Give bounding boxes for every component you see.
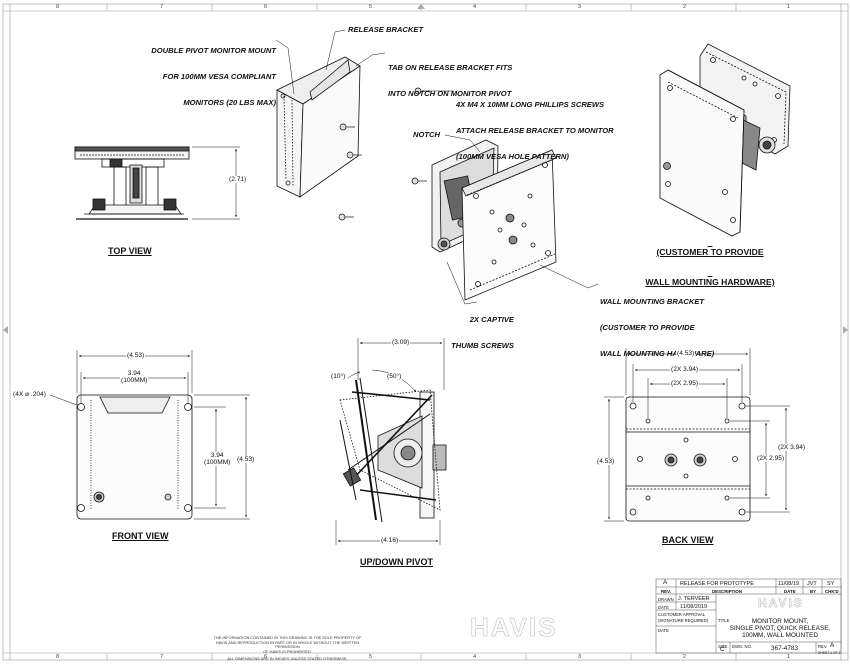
date-label: DATE	[658, 605, 669, 610]
col-description: DESCRIPTION	[712, 589, 743, 594]
dwg-label: DWG. NO.	[732, 644, 753, 649]
callout-wall-bracket: WALL MOUNTING BRACKET (CUSTOMER TO PROVI…	[600, 297, 715, 358]
rev-letter: A	[663, 579, 668, 586]
callout-monitor-mount: DOUBLE PIVOT MONITOR MOUNT FOR 100MM VES…	[151, 46, 276, 107]
col-by: BY	[810, 589, 817, 594]
date-value: 11/08/2019	[680, 604, 708, 610]
dim-top-height: (2.71)	[228, 176, 248, 183]
view-label-pivot: UP/DOWN PIVOT	[360, 557, 434, 567]
col-rev: REV.	[661, 589, 671, 594]
top-view-drawing	[74, 146, 190, 220]
ruler-top-2: 2	[683, 4, 687, 10]
pivot-side-drawing	[339, 377, 447, 523]
callout-thumb-screws: 2X CAPTIVE THUMB SCREWS	[451, 315, 514, 350]
rev-value: A	[830, 642, 835, 649]
dim-front-width: (4.53)	[126, 352, 146, 359]
dim-back-height: (4.53)	[596, 458, 616, 465]
ruler-top-8: 8	[56, 4, 60, 10]
col-date: DATE	[784, 589, 796, 594]
dim-front-height: (4.53)	[236, 456, 256, 463]
size-value: C	[720, 646, 725, 653]
date2-label: DATE	[658, 628, 669, 633]
title-label: TITLE	[718, 618, 730, 623]
ruler-bottom-3: 3	[578, 654, 582, 660]
size-label: SIZE	[718, 644, 728, 649]
dim-pivot-down: (50°)	[386, 373, 403, 380]
rev-checked: SY	[827, 581, 835, 587]
ruler-top-3: 3	[578, 4, 582, 10]
ruler-bottom-8: 8	[56, 654, 60, 660]
dim-front-inner-width: 3.94 (100MM)	[120, 370, 149, 384]
havis-logo-large: HAVIS	[470, 612, 558, 643]
ruler-bottom-5: 5	[369, 654, 373, 660]
ruler-bottom-6: 6	[264, 654, 268, 660]
drawn-label: DRAWN	[658, 597, 674, 602]
view-label-top: TOP VIEW	[108, 246, 152, 256]
ruler-bottom-2: 2	[683, 654, 687, 660]
drawing-title: MONITOR MOUNT, SINGLE PIVOT, QUICK RELEA…	[729, 618, 831, 639]
ruler-top-5: 5	[369, 4, 373, 10]
drawn-value: J. TERVEER	[678, 596, 710, 602]
dim-back-v-2: (2X 2.95)	[756, 455, 786, 462]
callout-release-bracket: RELEASE BRACKET	[348, 25, 424, 34]
ruler-top-6: 6	[264, 4, 268, 10]
center-marks	[3, 4, 848, 334]
rev-label: REV.	[818, 644, 828, 649]
ruler-top-7: 7	[160, 4, 164, 10]
ruler-bottom-1: 1	[787, 654, 791, 660]
front-view-drawing	[76, 394, 193, 520]
sheet-count: SHEET 1 OF 1	[818, 651, 841, 655]
screw-drawings	[338, 87, 430, 221]
rev-date: 11/08/19	[778, 581, 800, 587]
rev-by: JVT	[807, 581, 817, 587]
approval-label: CUSTOMER APPROVAL (SIGNATURE REQUIRED)	[658, 612, 709, 623]
title-block	[655, 578, 842, 654]
dim-back-width: (4.53)	[676, 350, 696, 357]
callout-customer-hardware: (CUSTOMER TO PROVIDE WALL MOUNTING HARDW…	[645, 247, 775, 287]
ruler-bottom-4: 4	[473, 654, 477, 660]
view-label-front: FRONT VIEW	[112, 531, 169, 541]
back-view-drawing	[625, 396, 751, 522]
callout-tab: TAB ON RELEASE BRACKET FITS INTO NOTCH O…	[388, 63, 513, 98]
ruler-top-4: 4	[473, 4, 477, 10]
dim-back-hole-1: (2X 3.94)	[670, 366, 700, 373]
dim-pivot-depth: (3.09)	[391, 339, 411, 346]
assembled-iso-drawing	[659, 43, 791, 237]
dim-pivot-up: (10°)	[330, 373, 347, 380]
view-label-back: BACK VIEW	[662, 535, 714, 545]
dim-front-hole: (4X ⌀ .204)	[12, 391, 47, 398]
rev-description: RELEASE FOR PROTOTYPE	[680, 581, 754, 587]
dim-pivot-width: (4.16)	[380, 537, 400, 544]
havis-logo-small: HAVIS	[758, 596, 804, 611]
dwg-number: 367-4783	[771, 645, 799, 652]
dim-back-hole-2: (2X 2.95)	[670, 380, 700, 387]
dim-back-v-1: (2X 3.94)	[777, 444, 807, 451]
proprietary-notice: THE INFORMATION CONTAINED IN THIS DRAWIN…	[213, 635, 362, 662]
release-bracket-drawing	[276, 56, 361, 198]
callout-screws: 4X M4 X 10MM LONG PHILLIPS SCREWS ATTACH…	[456, 100, 614, 161]
ruler-bottom-7: 7	[160, 654, 164, 660]
leader-lines	[275, 29, 599, 305]
col-checked: CHK'D	[825, 589, 839, 594]
pivot-assembly-drawing	[431, 139, 557, 301]
ruler-top-1: 1	[787, 4, 791, 10]
top-view-dims	[192, 146, 240, 220]
dim-front-inner-height: 3.94 (100MM)	[203, 452, 232, 466]
callout-notch: NOTCH	[413, 130, 440, 139]
